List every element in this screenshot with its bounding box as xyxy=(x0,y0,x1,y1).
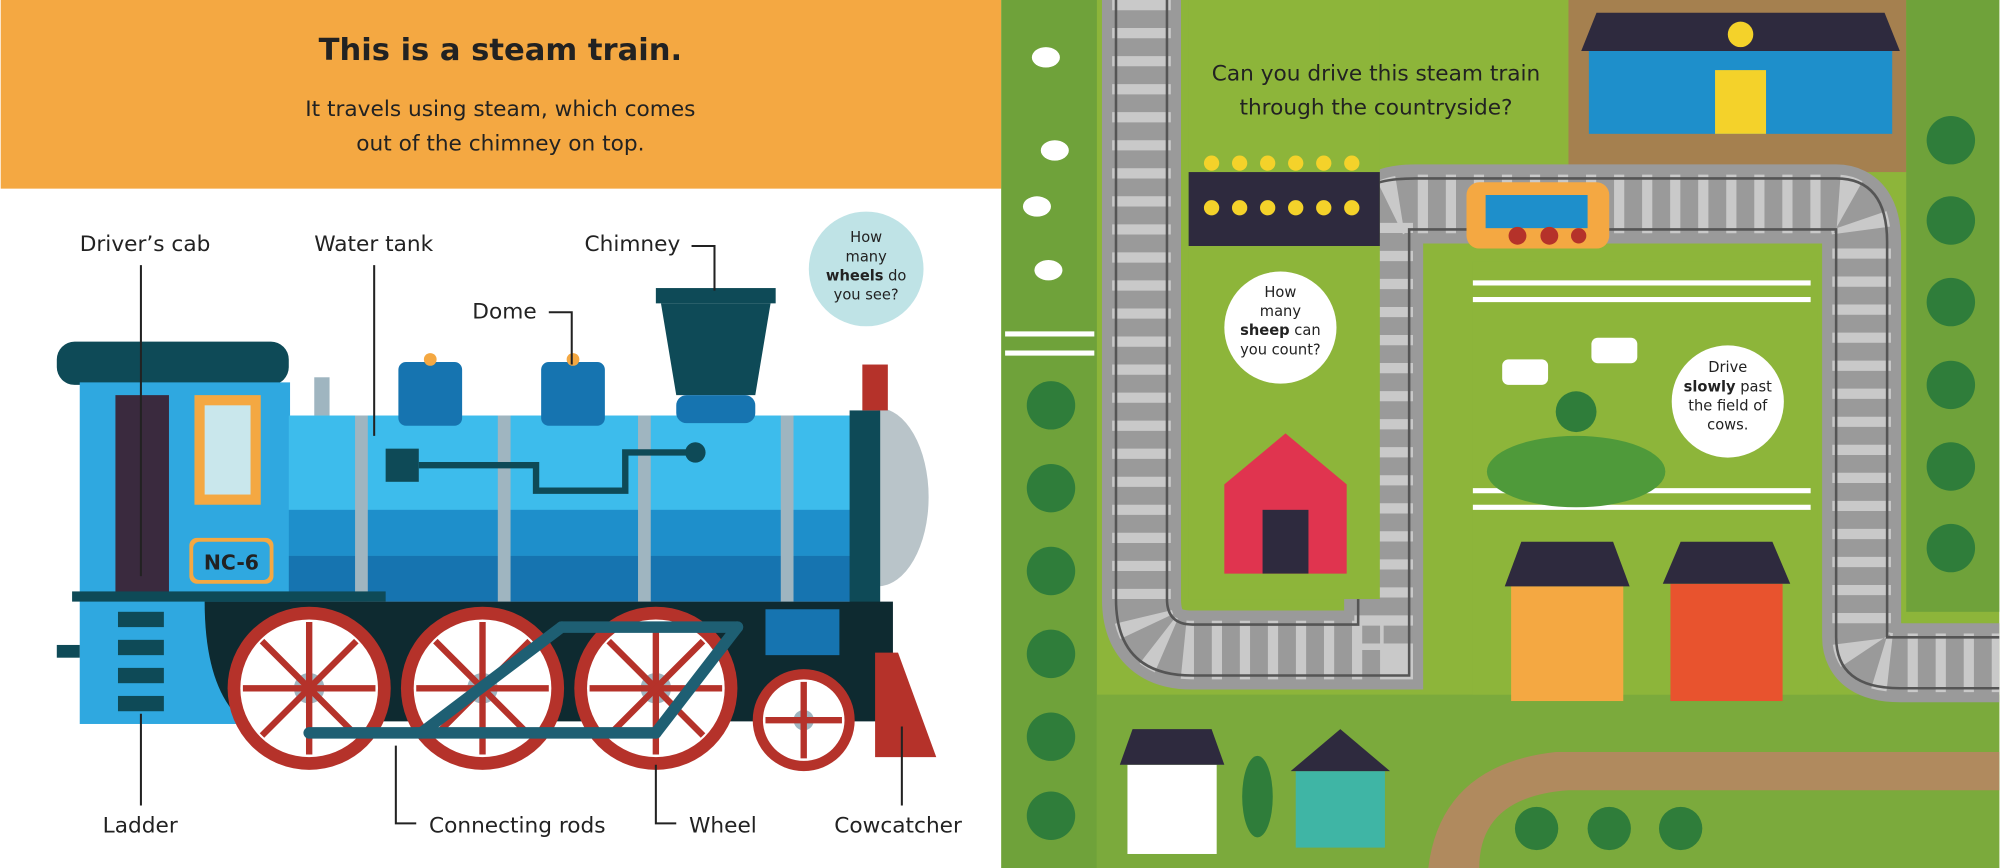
svg-text:cows.: cows. xyxy=(1707,417,1748,434)
label-wheel: Wheel xyxy=(689,813,757,838)
svg-text:sheep can: sheep can xyxy=(1240,322,1320,339)
right-page: Can you drive this steam train through t… xyxy=(1001,0,2000,868)
intro-line-2: out of the chimney on top. xyxy=(356,131,644,156)
label-chimney: Chimney xyxy=(584,232,680,257)
svg-text:slowly past: slowly past xyxy=(1684,378,1772,395)
question-line-1: Can you drive this steam train xyxy=(1212,61,1541,86)
label-connecting-rods: Connecting rods xyxy=(429,813,606,838)
steam-train-illustration: NC-6 xyxy=(56,288,937,772)
intro-line-1: It travels using steam, which comes xyxy=(305,97,695,122)
svg-text:How: How xyxy=(850,229,882,246)
label-water-tank: Water tank xyxy=(314,232,433,257)
connecting-rods xyxy=(303,621,744,739)
svg-text:you count?: you count? xyxy=(1240,341,1321,358)
svg-text:the field of: the field of xyxy=(1688,397,1768,414)
railway-track xyxy=(1101,0,2000,703)
svg-text:How: How xyxy=(1264,284,1296,301)
page-title: This is a steam train. xyxy=(319,33,682,68)
svg-text:many: many xyxy=(1260,303,1302,320)
wheels-question-bubble: How many wheels do you see? xyxy=(808,211,924,327)
header-band xyxy=(0,0,1002,189)
label-dome: Dome xyxy=(472,300,536,325)
left-page: This is a steam train. It travels using … xyxy=(0,0,1002,868)
cows-instruction-bubble: Drive slowly past the field of cows. xyxy=(1671,345,1784,458)
svg-text:you see?: you see? xyxy=(834,287,899,304)
svg-text:many: many xyxy=(846,248,888,265)
label-leaders xyxy=(139,244,903,825)
label-drivers-cab: Driver’s cab xyxy=(80,232,211,257)
sheep-question-bubble: How many sheep can you count? xyxy=(1224,271,1337,384)
red-barn xyxy=(1224,433,1347,574)
question-line-2: through the countryside? xyxy=(1239,96,1512,121)
label-ladder: Ladder xyxy=(103,813,178,838)
engine-plate: NC-6 xyxy=(204,551,259,575)
label-cowcatcher: Cowcatcher xyxy=(834,813,962,838)
svg-text:Drive: Drive xyxy=(1708,359,1747,376)
svg-text:wheels do: wheels do xyxy=(826,267,906,284)
